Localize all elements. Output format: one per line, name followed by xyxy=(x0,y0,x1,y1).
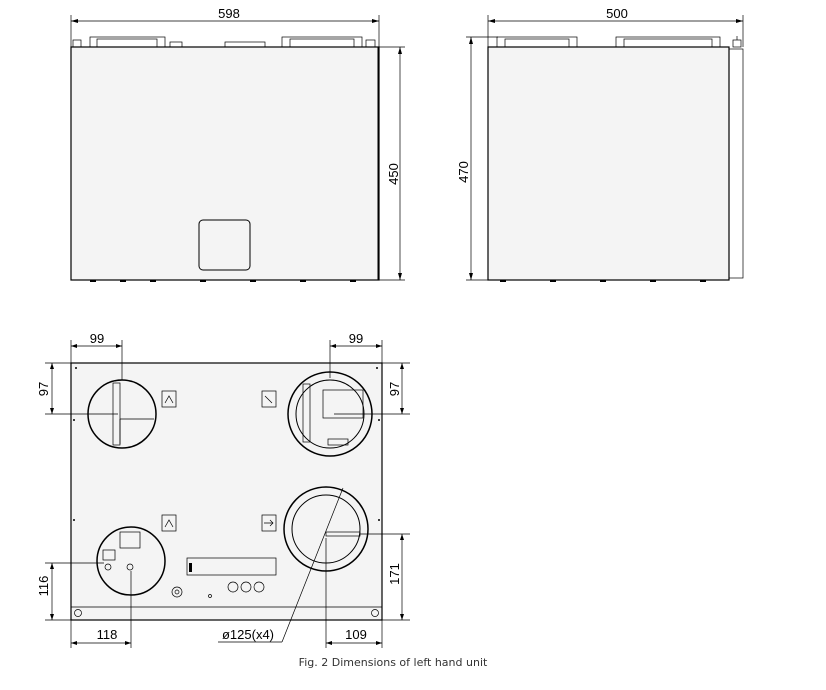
bottom-right-y-label: 171 xyxy=(387,563,402,585)
airflow-symbol-icon xyxy=(261,390,277,408)
dim-top-left: 99 97 xyxy=(36,331,123,415)
side-height-label: 470 xyxy=(456,161,471,183)
control-knob-icon xyxy=(253,581,265,593)
front-height-label: 450 xyxy=(386,163,401,185)
airflow-symbol-icon xyxy=(161,514,177,532)
front-access-panel xyxy=(198,219,251,271)
side-top-fitting-right xyxy=(615,36,721,48)
side-depth-label: 500 xyxy=(606,6,628,21)
top-view: 99 97 99 97 xyxy=(36,331,410,648)
control-knob-icon xyxy=(240,581,252,593)
dim-bottom-right: 171 109 xyxy=(325,533,410,648)
front-view-housing xyxy=(70,46,380,281)
airflow-symbol-icon xyxy=(261,514,277,532)
front-top-fitting-left xyxy=(89,36,166,48)
front-width-label: 598 xyxy=(218,6,240,21)
side-view-back-plate xyxy=(728,48,744,279)
corner-screw-icon xyxy=(74,609,82,617)
top-left-x-label: 99 xyxy=(90,331,104,346)
top-view-housing xyxy=(70,362,383,621)
display-slot xyxy=(186,557,277,576)
dim-top-right: 99 97 xyxy=(329,331,410,415)
front-feet xyxy=(90,280,356,282)
top-left-y-label: 97 xyxy=(36,382,51,396)
side-height-dimension: 470 xyxy=(456,36,498,281)
side-depth-dimension: 500 xyxy=(487,6,744,47)
bottom-left-x-label: 118 xyxy=(97,627,118,642)
side-feet xyxy=(500,280,706,282)
front-width-dimension: 598 xyxy=(70,6,380,47)
side-top-fitting-left xyxy=(496,36,578,48)
front-top-fitting-right xyxy=(281,36,363,48)
corner-screw-icon xyxy=(371,609,379,617)
duct-diameter-label: ø125(x4) xyxy=(222,627,274,642)
bottom-right-x-label: 109 xyxy=(345,627,367,642)
connector-port-icon xyxy=(171,586,183,598)
connection-boxes xyxy=(161,390,277,532)
control-knob-icon xyxy=(227,581,239,593)
airflow-symbol-icon xyxy=(161,390,177,408)
diameter-leader: ø125(x4) xyxy=(218,487,344,643)
front-height-dimension: 450 xyxy=(379,46,405,281)
side-view-housing xyxy=(487,46,730,281)
top-right-y-label: 97 xyxy=(387,382,402,396)
top-right-x-label: 99 xyxy=(349,331,363,346)
dim-bottom-left: 116 118 xyxy=(36,562,132,648)
side-view: 500 470 xyxy=(456,6,744,282)
control-panel xyxy=(171,557,277,598)
bottom-left-y-label: 116 xyxy=(36,576,51,597)
front-view: 598 450 xyxy=(70,6,405,282)
figure-caption: Fig. 2 Dimensions of left hand unit xyxy=(299,656,488,669)
